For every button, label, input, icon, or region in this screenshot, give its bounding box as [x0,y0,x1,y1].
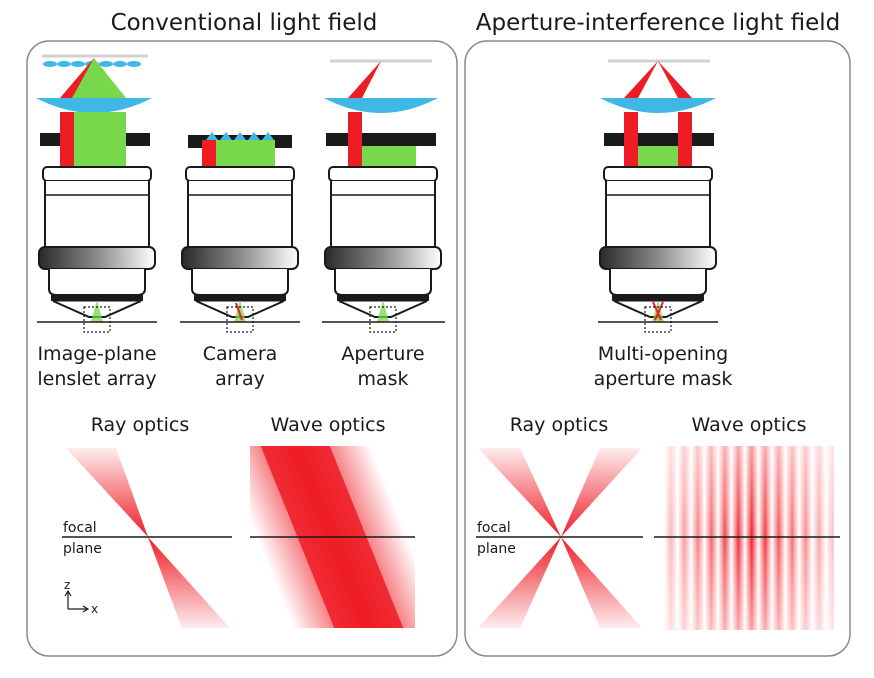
heading-wave-optics-right: Wave optics [692,414,807,436]
label-lenslet-line2: lenslet array [37,368,156,390]
heading-wave-optics-left: Wave optics [271,414,386,436]
tube-lens [36,98,152,113]
camera-lenslets [206,132,274,140]
wave-optics-left [250,446,415,628]
panel-frame-right [464,40,851,657]
title-aperture-interference: Aperture-interference light field [476,10,840,36]
panel-frame-left [26,40,458,657]
aperture-bar [604,133,714,146]
tube-lens [600,98,716,113]
microscope-lenslet [36,54,157,333]
label-camera-line1: Camera [203,343,278,365]
aperture-bar [326,133,436,146]
ray-optics-right [476,448,643,628]
tube-lens [324,98,438,113]
focus-box [369,306,397,333]
title-conventional: Conventional light field [111,10,378,36]
axes-icon [64,589,90,613]
microscope-multi-opening [598,59,718,333]
label-camera-line2: array [215,368,265,390]
focal-label-right-1: focal [477,520,511,536]
label-multi-line1: Multi-opening [598,343,728,365]
wave-optics-right [654,446,840,630]
label-multi-line2: aperture mask [594,368,733,390]
focal-label-left-1: focal [63,520,97,536]
heading-ray-optics-right: Ray optics [510,414,608,436]
focal-label-left-2: plane [63,541,102,557]
focus-box [226,306,254,333]
axis-x-label: x [91,602,98,616]
heading-ray-optics-left: Ray optics [91,414,189,436]
ray-optics-left [62,448,232,628]
label-lenslet-line1: Image-plane [37,343,156,365]
label-aperture-line1: Aperture [341,343,424,365]
label-aperture-line2: mask [357,368,408,390]
focal-label-right-2: plane [477,541,516,557]
microscope-camera-array [180,132,300,333]
axis-z-label: z [64,578,70,592]
microscope-aperture-mask [322,59,445,333]
focus-box [83,306,111,333]
focus-box [644,306,672,333]
